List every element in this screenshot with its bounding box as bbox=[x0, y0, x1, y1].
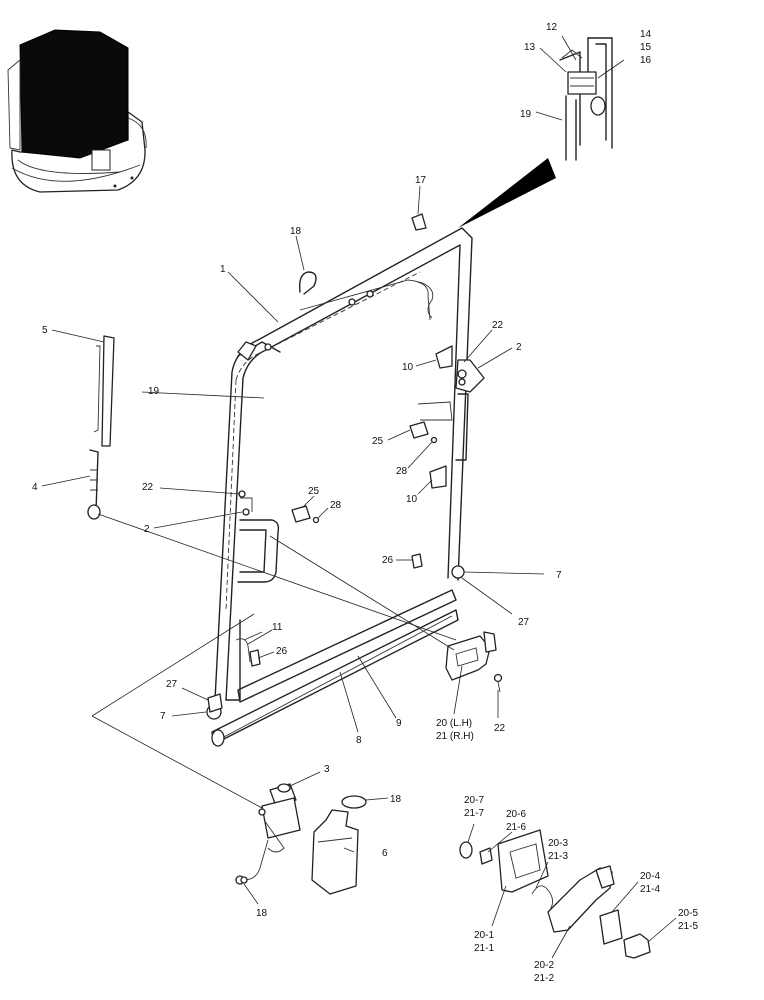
label-27: 27 bbox=[166, 679, 178, 690]
wiper-assembly bbox=[87, 335, 115, 520]
label-21: 21 (R.H) bbox=[436, 731, 474, 742]
label-28: 28 bbox=[330, 500, 342, 511]
label-18: 18 bbox=[290, 226, 302, 237]
label-10: 10 bbox=[402, 362, 414, 373]
label-20-2: 20-2 bbox=[534, 960, 554, 971]
label-15: 15 bbox=[640, 42, 652, 53]
door-latch bbox=[445, 631, 503, 693]
detail-callout-wedge bbox=[458, 158, 556, 228]
label-18: 18 bbox=[256, 908, 268, 919]
label-3: 3 bbox=[324, 764, 330, 775]
label-21-5: 21-5 bbox=[678, 921, 698, 932]
label-5: 5 bbox=[42, 325, 48, 336]
label-26: 26 bbox=[276, 646, 288, 657]
label-11: 11 bbox=[272, 622, 283, 633]
cab-thumbnail bbox=[7, 29, 147, 193]
door-frame bbox=[206, 227, 485, 747]
label-20-7: 20-7 bbox=[464, 795, 484, 806]
label-4: 4 bbox=[32, 482, 38, 493]
label-17: 17 bbox=[415, 175, 427, 186]
label-21-3: 21-3 bbox=[548, 851, 568, 862]
label-25: 25 bbox=[308, 486, 320, 497]
callout-labels: 12 13 14 15 16 19 17 18 1 5 22 2 10 19 2… bbox=[32, 22, 698, 984]
label-22: 22 bbox=[142, 482, 154, 493]
label-19: 19 bbox=[148, 386, 160, 397]
label-27: 27 bbox=[518, 617, 530, 628]
label-7: 7 bbox=[160, 711, 166, 722]
label-20-1: 20-1 bbox=[474, 930, 494, 941]
leader-lines bbox=[41, 35, 677, 959]
label-7: 7 bbox=[556, 570, 562, 581]
label-13: 13 bbox=[524, 42, 536, 53]
label-21-4: 21-4 bbox=[640, 884, 660, 895]
label-12: 12 bbox=[546, 22, 558, 33]
label-9: 9 bbox=[396, 718, 402, 729]
label-25: 25 bbox=[372, 436, 384, 447]
label-14: 14 bbox=[640, 29, 652, 40]
label-16: 16 bbox=[640, 55, 652, 66]
washer-tank bbox=[311, 795, 367, 895]
label-22: 22 bbox=[492, 320, 504, 331]
label-22: 22 bbox=[494, 723, 506, 734]
label-2: 2 bbox=[516, 342, 522, 353]
label-1: 1 bbox=[220, 264, 226, 275]
label-20-4: 20-4 bbox=[640, 871, 660, 882]
label-21-1: 21-1 bbox=[474, 943, 494, 954]
wiper-motor bbox=[235, 783, 301, 885]
label-21-2: 21-2 bbox=[534, 973, 554, 984]
label-20-3: 20-3 bbox=[548, 838, 568, 849]
label-18: 18 bbox=[390, 794, 402, 805]
label-20-5: 20-5 bbox=[678, 908, 698, 919]
label-20-6: 20-6 bbox=[506, 809, 526, 820]
label-2: 2 bbox=[144, 524, 150, 535]
label-20: 20 (L.H) bbox=[436, 718, 472, 729]
label-6: 6 bbox=[382, 848, 388, 859]
label-21-6: 21-6 bbox=[506, 822, 526, 833]
hinge-detail bbox=[559, 37, 613, 161]
label-21-7: 21-7 bbox=[464, 808, 484, 819]
label-19: 19 bbox=[520, 109, 532, 120]
label-8: 8 bbox=[356, 735, 362, 746]
clip-17 bbox=[411, 213, 427, 231]
label-10: 10 bbox=[406, 494, 418, 505]
label-26: 26 bbox=[382, 555, 394, 566]
clip-18 bbox=[298, 271, 317, 295]
label-28: 28 bbox=[396, 466, 408, 477]
latch-exploded-view bbox=[459, 829, 651, 959]
